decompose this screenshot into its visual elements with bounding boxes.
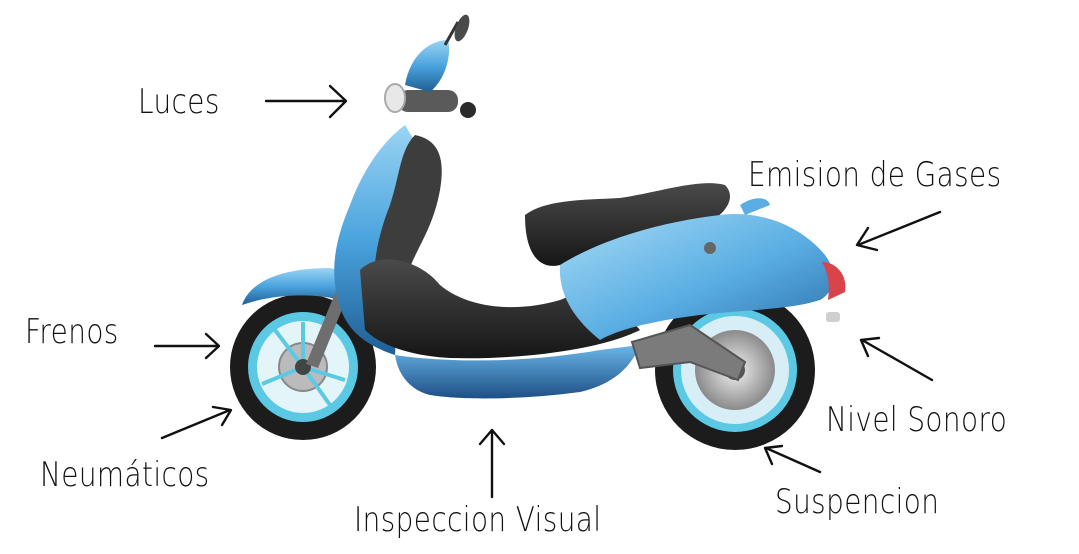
taillight: [822, 262, 846, 300]
swing-arm: [630, 323, 747, 382]
floorboard: [360, 259, 640, 359]
arrow-suspencion: [763, 444, 822, 474]
arrow-icon: [153, 84, 942, 499]
label-suspencion: Suspencion: [775, 482, 940, 522]
lower-body: [395, 345, 640, 399]
arrow-inspeccion: [478, 428, 506, 499]
label-emision-de-gases: Emision de Gases: [748, 155, 1002, 195]
headlight: [384, 83, 406, 113]
exhaust: [826, 312, 840, 322]
scooter-icon: [230, 14, 846, 450]
arrow-luces: [264, 84, 348, 119]
arrow-neumaticos: [160, 405, 233, 440]
handlebar: [398, 90, 458, 112]
rear-body: [559, 214, 834, 340]
arrow-nivel-sonoro: [859, 336, 934, 382]
label-neumaticos: Neumáticos: [40, 455, 210, 495]
arrow-emision: [855, 210, 942, 252]
arrow-frenos: [153, 332, 221, 360]
label-nivel-sonoro: Nivel Sonoro: [826, 400, 1008, 440]
front-fender: [242, 268, 345, 305]
label-inspeccion-visual: Inspeccion Visual: [354, 500, 602, 540]
seat: [525, 183, 730, 266]
label-frenos: Frenos: [25, 312, 119, 352]
label-luces: Luces: [138, 82, 220, 122]
